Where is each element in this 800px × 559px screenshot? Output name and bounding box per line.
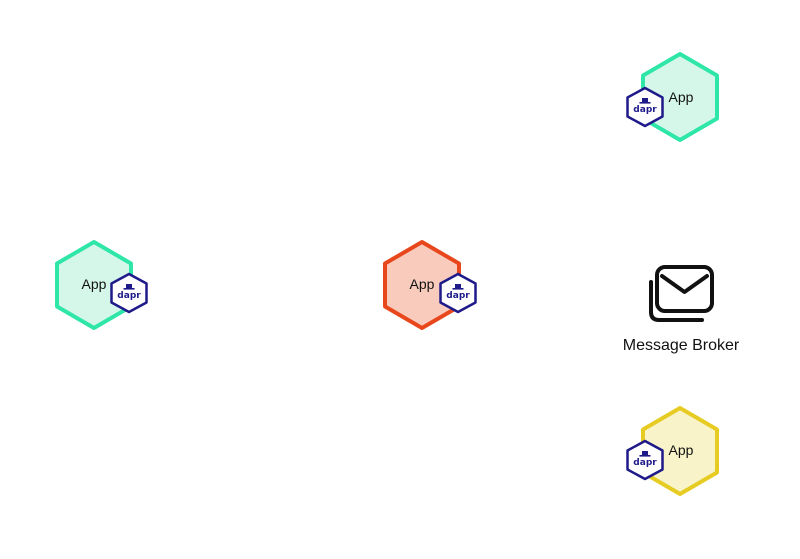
dapr-sidecar: dapr [439,272,477,314]
dapr-sidecar: dapr [110,272,148,314]
app-hexagon [641,52,719,142]
app-hexagon [641,406,719,496]
dapr-sidecar: dapr [626,86,664,128]
app-label: App [669,89,694,105]
dapr-hexagon [626,439,664,481]
dapr-hexagon [439,272,477,314]
dapr-hat-icon [639,451,651,457]
app-label: App [410,276,435,292]
dapr-hexagon [626,86,664,128]
dapr-label: dapr [117,291,141,301]
app-node-top-right: App dapr [626,52,719,142]
broker-label: Message Broker [623,337,740,354]
dapr-label: dapr [633,458,657,468]
app-hexagon [55,240,133,330]
dapr-hexagon [110,272,148,314]
envelope-stack-icon [649,265,714,322]
dapr-hat-icon [639,98,651,104]
dapr-hat-icon [452,284,464,290]
dapr-sidecar: dapr [626,439,664,481]
app-node-left: App dapr [55,240,148,330]
app-label: App [82,276,107,292]
message-broker: Message Broker [623,265,740,354]
dapr-label: dapr [633,105,657,115]
app-hexagon [383,240,461,330]
app-node-center: App dapr [383,240,477,330]
dapr-label: dapr [446,291,470,301]
dapr-hat-icon [123,284,135,290]
app-label: App [669,442,694,458]
app-node-bottom-right: App dapr [626,406,719,496]
